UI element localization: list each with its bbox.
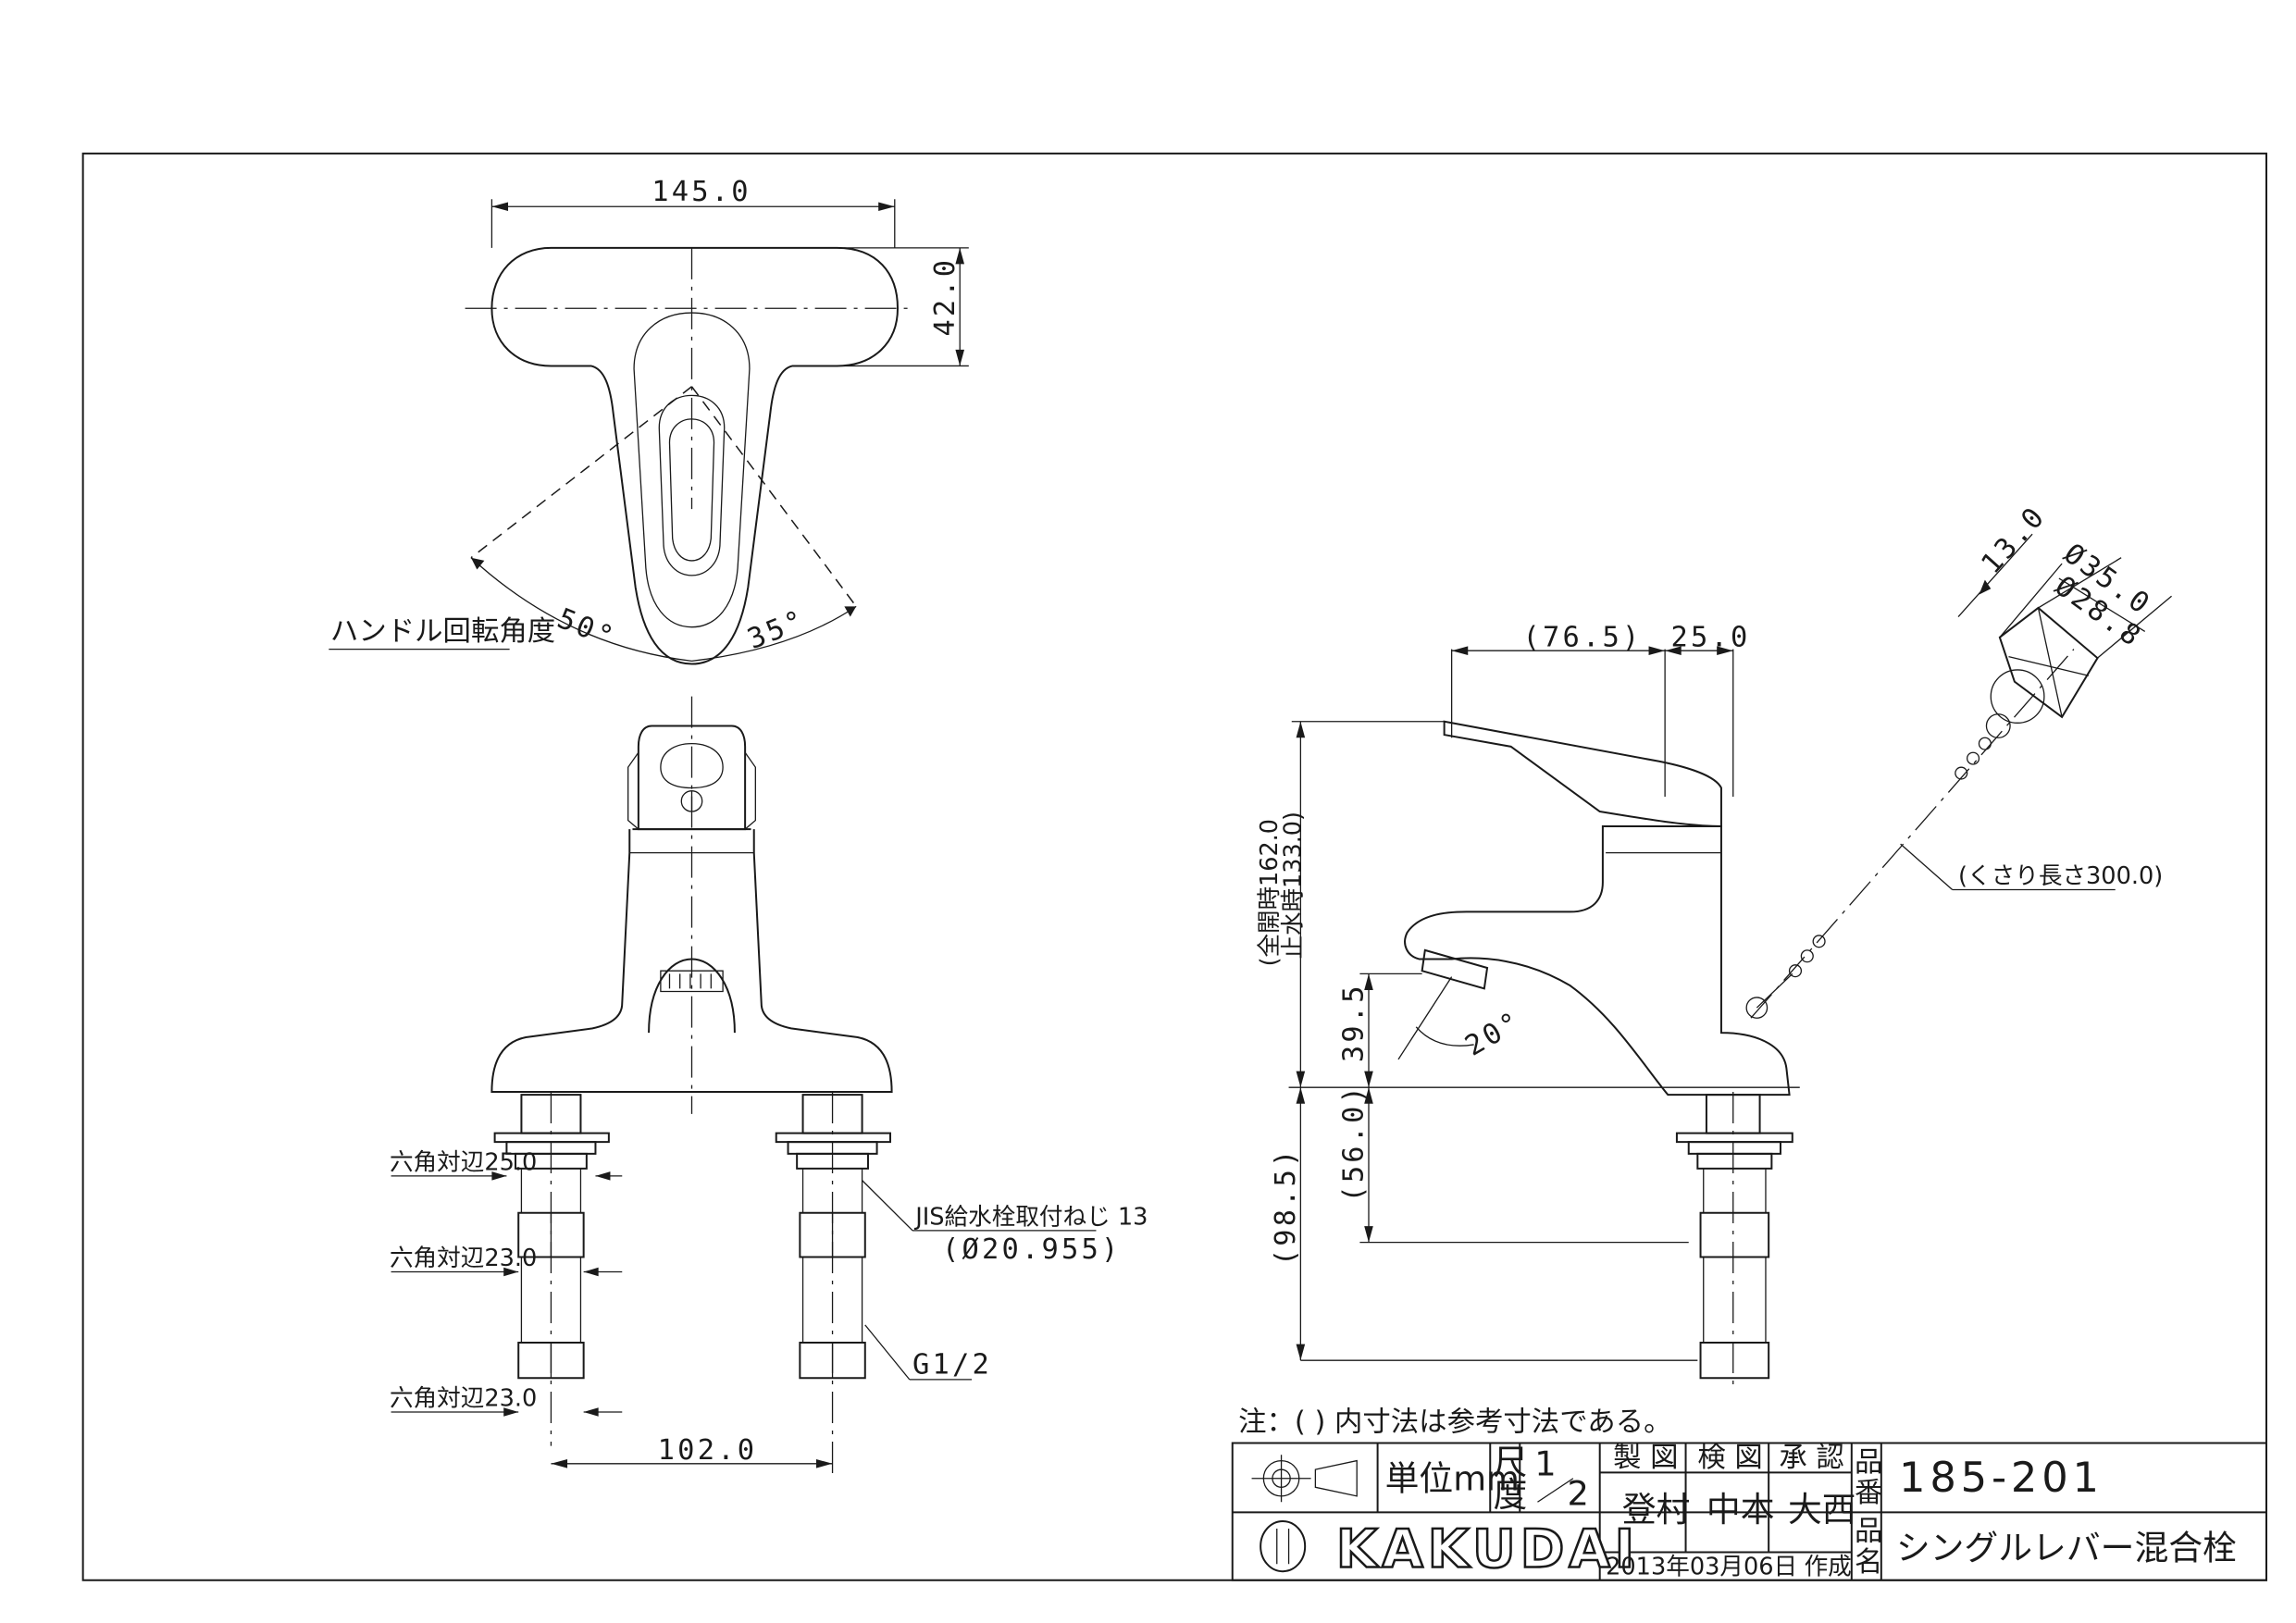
top-depth-dim: 42.0 xyxy=(929,257,962,337)
shank-56-dim: (56.0) xyxy=(1338,1084,1371,1203)
pitch-dim: 102.0 xyxy=(658,1434,758,1467)
kakudai-logo-icon xyxy=(1260,1521,1305,1571)
scale-label-2: 度 xyxy=(1493,1475,1527,1515)
hex3-label: 六角対辺23.0 xyxy=(390,1385,537,1413)
company-logo-text: KAKUDAI xyxy=(1336,1518,1639,1580)
scale-label-1: 尺 xyxy=(1493,1443,1527,1482)
height-closed-dim: 止水時133.0) xyxy=(1279,812,1307,959)
shank-98-dim: (98.5) xyxy=(1270,1147,1302,1267)
chain-length-dim: (くさり長さ300.0) xyxy=(1958,862,2163,890)
part-number: 185-201 xyxy=(1899,1453,2104,1502)
drawing-frame xyxy=(83,154,2266,1580)
height-full-open-dim: (全開時162.0 xyxy=(1256,819,1284,966)
angle-right-label: 35° xyxy=(743,604,811,656)
col-approved: 承 認 xyxy=(1779,1442,1843,1474)
part-no-label-1: 品 xyxy=(1855,1446,1882,1479)
hex2-label: 六角対辺23.0 xyxy=(390,1245,537,1272)
name-approved: 大西 xyxy=(1788,1490,1856,1530)
plug-13-dim: 13.0 xyxy=(1975,500,2053,580)
spout-angle-dim: 20° xyxy=(1460,1005,1528,1062)
g-thread-label: G1/2 xyxy=(912,1349,992,1381)
top-width-dim: 145.0 xyxy=(652,176,751,208)
name-checked: 中本 xyxy=(1706,1490,1775,1530)
jis-diameter-label: (Ø20.955) xyxy=(942,1233,1122,1266)
reach-dim: (76.5) xyxy=(1522,621,1642,653)
part-name: シングルレバー混合栓 xyxy=(1896,1528,2237,1567)
title-block xyxy=(1233,1443,2266,1580)
col-drawn: 製 図 xyxy=(1613,1442,1678,1474)
part-name-label-2: 名 xyxy=(1855,1546,1882,1579)
hex1-label: 六角対辺25.0 xyxy=(390,1149,537,1177)
handle-rotation-label: ハンドル回転角度 xyxy=(330,615,555,648)
angle-left-label: 50° xyxy=(552,602,620,654)
spout-height-dim: 39.5 xyxy=(1338,983,1371,1062)
part-no-label-2: 番 xyxy=(1855,1477,1882,1509)
created-label: 作成 xyxy=(1805,1553,1852,1580)
reference-note: 注：( ) 内寸法は参考寸法である。 xyxy=(1238,1406,1671,1439)
scale-numerator: 1 xyxy=(1534,1444,1556,1484)
unit-label: 単位mm xyxy=(1385,1459,1520,1499)
top-view xyxy=(329,199,968,663)
part-name-label-1: 品 xyxy=(1855,1516,1882,1548)
scale-denominator: 2 xyxy=(1567,1474,1588,1514)
front-view xyxy=(391,697,1097,1476)
creation-date: 2013年03月06日 xyxy=(1606,1553,1797,1580)
name-drawn: 登村 xyxy=(1622,1490,1691,1530)
jis-thread-label: JIS給水栓取付ねじ 13 xyxy=(913,1204,1148,1232)
col-checked: 検 図 xyxy=(1697,1442,1762,1474)
lever-offset-dim: 25.0 xyxy=(1671,621,1751,653)
side-view xyxy=(1289,534,2172,1387)
